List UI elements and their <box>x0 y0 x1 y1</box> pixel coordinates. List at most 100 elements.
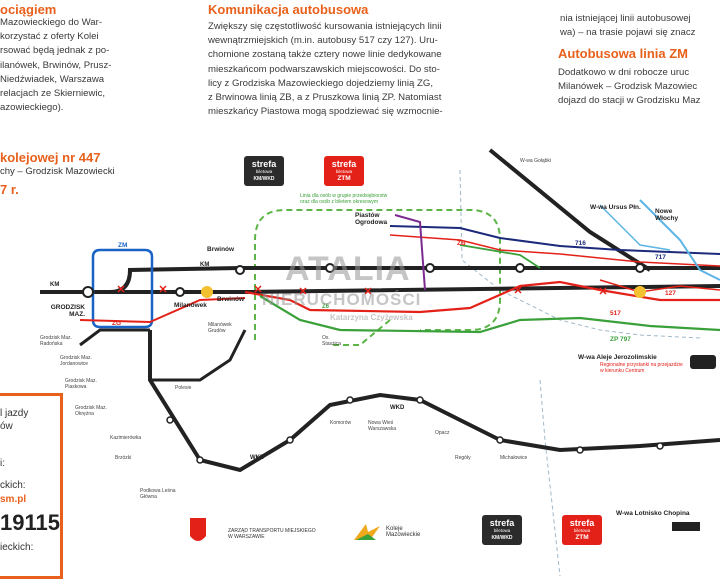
station-milanowek-grudow: Milanówek Grudów <box>208 322 232 334</box>
line-label-717: 717 <box>655 254 666 261</box>
line-label-zb: ZB <box>457 240 466 247</box>
info-box-line4: ckich: <box>0 480 26 491</box>
line-label-zp: ZP 797 <box>610 336 631 343</box>
wkd-dot-2 <box>196 456 204 464</box>
wkd-dot-1 <box>166 416 174 424</box>
station-milanowek: Milanówek <box>174 302 207 309</box>
parking-icon-2 <box>634 286 646 298</box>
watermark-atalia: ATALIA <box>285 250 411 288</box>
warsaw-crest-icon <box>190 518 206 541</box>
station-grodzisk-radonska: Grodzisk Maz. Radońska <box>40 335 72 347</box>
closed-markers <box>117 285 607 295</box>
city-boundary-2 <box>539 379 561 576</box>
wkd-dot-4 <box>346 396 354 404</box>
station-brzozki: Brzózki <box>115 455 132 461</box>
railway-north-diagonal <box>488 148 652 272</box>
info-box-line1: l jazdy <box>0 408 29 419</box>
dashed-bus-loop <box>254 209 501 340</box>
bus-icon-right <box>690 355 716 369</box>
info-box-line3: i: <box>0 458 5 469</box>
station-brwinow: Brwinów <box>207 246 235 253</box>
red-bus-north <box>389 234 720 267</box>
line-label-km: KM <box>50 282 60 288</box>
station-michalowice: Michałowice <box>500 455 528 461</box>
line-label-wkd: WKD <box>390 405 405 411</box>
wkd-dot-6 <box>496 436 504 444</box>
wkd-dot-3 <box>286 436 294 444</box>
bus-section-title: Komunikacja autobusowa <box>208 2 369 17</box>
station-dot-pruszkow <box>425 263 435 273</box>
station-dot-brwinow <box>235 265 245 275</box>
koleje-logo-text: Koleje Mazowieckie <box>386 526 421 538</box>
line-label-z6: Z6 <box>322 304 330 310</box>
city-boundary <box>459 169 701 339</box>
cyan-bus-line <box>639 199 720 281</box>
parking-icon <box>201 286 213 298</box>
line-label-zg: ZG <box>112 320 122 327</box>
left-column-title: ociągiem <box>0 2 57 17</box>
station-grodzisk-jordanowice: Grodzisk Maz. Jordanowice <box>60 355 92 367</box>
red-note: Regionalne przystanki na przejazdzie w k… <box>600 362 683 374</box>
station-grodzisk-okregowa: Grodzisk Maz. Okrężna <box>75 405 107 417</box>
red-bus-line <box>244 280 720 314</box>
station-komorow: Komorów <box>330 420 352 426</box>
station-golabki: W-wa Gołąbki <box>520 158 552 164</box>
line-label-716: 716 <box>575 240 586 247</box>
dashed-bus-branch <box>330 319 391 346</box>
right-column-top-text: nia istniejącej linii autobusowej wa) – … <box>560 13 696 39</box>
info-box-line5: ieckich: <box>0 542 34 553</box>
station-ursus: W-wa Ursus Płn. <box>590 204 641 211</box>
station-dot-ursus <box>635 263 645 273</box>
wkd-branch-grodzisk <box>79 328 150 347</box>
station-nowa-wies: Nowa Wieś Warszawska <box>368 420 397 432</box>
station-piastow: Piastów Ogrodowa <box>355 212 388 226</box>
station-dot-piastow <box>515 263 525 273</box>
info-box-line2: ów <box>0 421 13 432</box>
wkd-branch-milanowek <box>150 329 247 382</box>
station-polesie: Polesie <box>175 385 192 391</box>
watermark-nieruchomosci: NIERUCHOMOŚCI <box>262 290 422 309</box>
plane-stop-badge <box>672 522 700 531</box>
purple-bus-line <box>394 214 426 291</box>
station-dot-milanowek <box>175 287 185 297</box>
zm-section-title: Autobusowa linia ZM <box>558 46 688 61</box>
line-label-127: 127 <box>665 290 676 297</box>
station-nowe-wlochy: Nowe Włochy <box>655 208 679 222</box>
dashed-line-note: Linia dla osób w grupie przedsiębiorstw … <box>300 193 388 205</box>
station-dot-grodzisk <box>82 286 94 298</box>
station-warszawa-aleje: W-wa Aleje Jerozolimskie <box>578 354 657 361</box>
line-label-zm: ZM <box>118 242 128 249</box>
line-447-date: 7 r. <box>0 182 19 197</box>
station-dot-parzniew <box>325 263 335 273</box>
ztm-logo-text: ZARZĄD TRANSPORTU MIEJSKIEGO W WARSZAWIE <box>228 528 316 540</box>
koleje-mazowieckie-logo-icon <box>354 524 380 540</box>
red-bus-right <box>599 279 720 293</box>
station-reguly: Regóły <box>455 455 471 461</box>
line-label-km-2: KM <box>200 262 210 268</box>
navy-bus-line-716 <box>389 225 720 255</box>
red-bus-line-2 <box>79 297 246 324</box>
station-kazimierowka: Kazimierówka <box>110 435 142 441</box>
station-os-staszica: Os. Staszica <box>322 335 341 347</box>
zm-section-text: Dodatkowo w dni robocze uruc Milanówek –… <box>558 67 701 107</box>
watermark-name: Katarzyna Czyżewska <box>330 313 413 322</box>
station-grodzisk-piaskowa: Grodzisk Maz. Piaskowa <box>65 378 97 390</box>
zm-bus-loop <box>91 248 154 329</box>
station-grodzisk: GRODZISK MAZ. <box>50 304 85 318</box>
station-podkowa: Podkowa Leśna Główna <box>140 488 176 500</box>
green-bus-line <box>259 295 720 334</box>
wkd-dot-7 <box>576 446 584 454</box>
line-447-subtitle: chy – Grodzisk Mazowiecki <box>0 166 115 177</box>
left-column-text: Mazowieckiego do War- korzystać z oferty… <box>0 17 112 114</box>
info-box-link[interactable]: sm.pl <box>0 494 27 505</box>
bus-section-text: Zwiększy się częstotliwość kursowania is… <box>208 21 443 118</box>
line-447-title: kolejowej nr 447 <box>0 150 101 165</box>
wkd-dot-5 <box>416 396 424 404</box>
info-box: l jazdy ów i: ckich: sm.pl 19115 ieckich… <box>0 393 63 579</box>
station-opacz: Opacz <box>435 430 450 436</box>
